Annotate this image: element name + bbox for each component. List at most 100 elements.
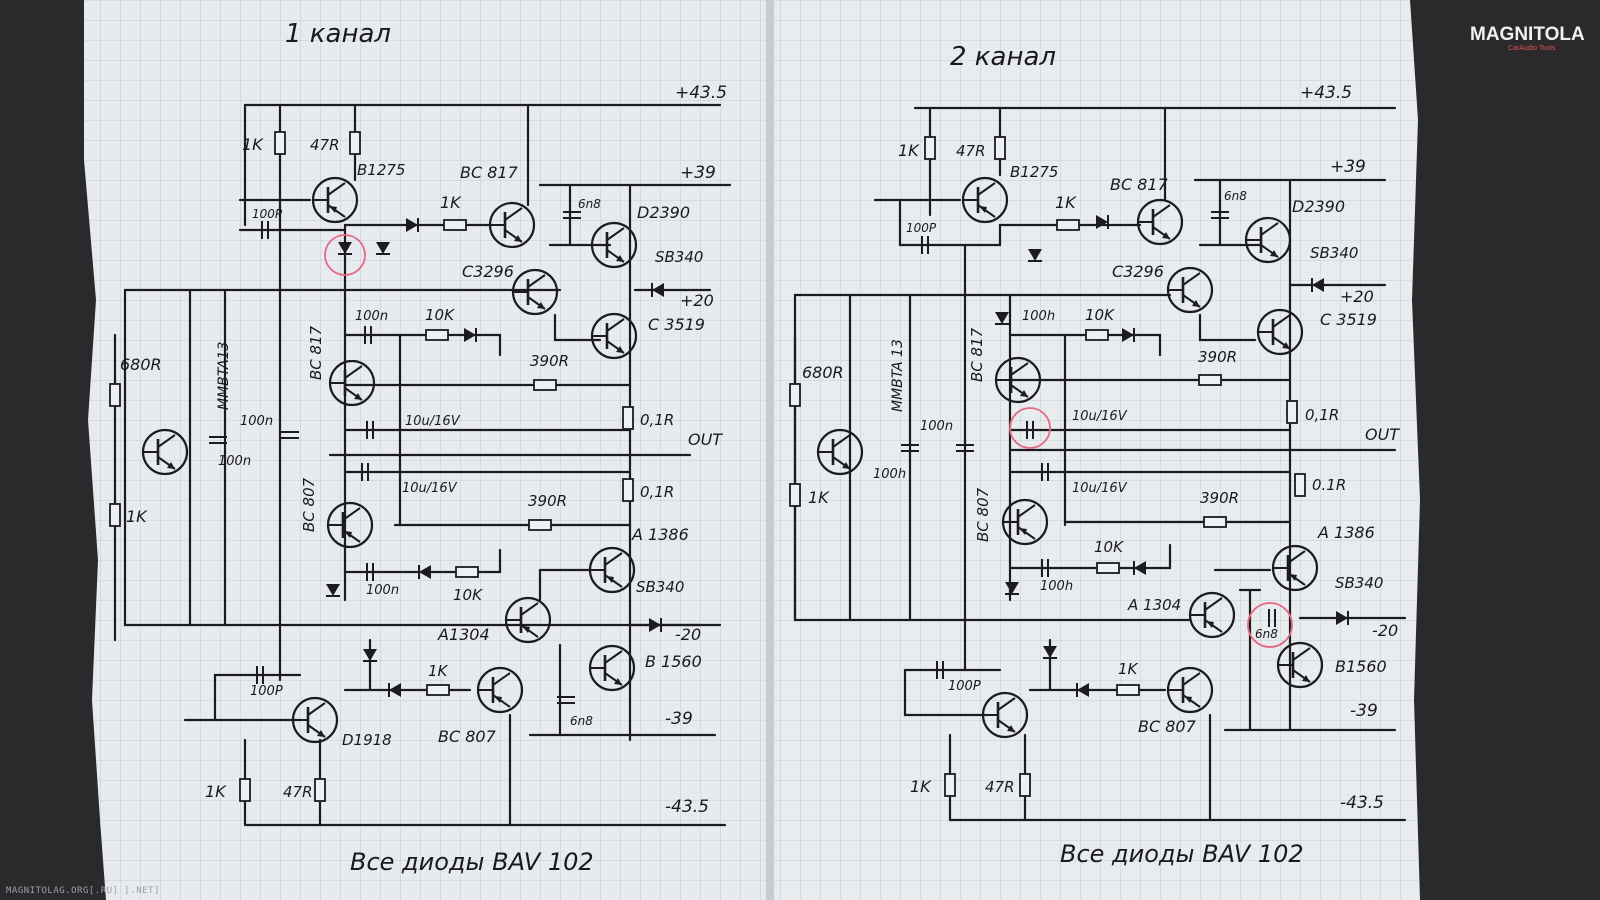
- resistor-0-1r-lower-label: 0,1R: [640, 483, 674, 501]
- transistor-bc817-driver-label-ch2: BC 817: [1110, 175, 1169, 194]
- output-node-label: OUT: [688, 430, 723, 449]
- resistor-1k-lower-fb-label: 1K: [428, 662, 449, 680]
- logo-text: MAGNITOLA: [1470, 24, 1585, 45]
- capacitor-100n-label: 100n: [355, 309, 388, 324]
- logo-subtext: CarAudio Tools: [1508, 45, 1556, 52]
- channel-1-diode-note: Все диоды BAV 102: [350, 848, 594, 876]
- rail-minus-20: -20: [675, 625, 701, 644]
- rail-minus-43-5: -43.5: [665, 797, 709, 817]
- transistor-bc807-vbe-label-ch2: BC 807: [974, 487, 992, 542]
- resistor-390r-lower-label: 390R: [528, 492, 567, 510]
- resistor-1k-bottom-label: 1K: [205, 782, 227, 801]
- transistor-bc807-driver-label-ch2: BC 807: [1138, 717, 1197, 736]
- capacitor-100p-lower-label-ch2: 100P: [948, 679, 981, 694]
- resistor-47r-bottom-label-ch2: 47R: [985, 778, 1015, 796]
- capacitor-6n8-label: 6n8: [578, 197, 601, 211]
- transistor-bc807-vbe-label: BC 807: [300, 477, 318, 532]
- transistor-c3296-label: C3296: [462, 262, 514, 281]
- transistor-d2390-label-ch2: D2390: [1292, 197, 1345, 216]
- transistor-c3296-label-ch2: C3296: [1112, 262, 1164, 281]
- rail-plus-39-ch2: +39: [1330, 157, 1366, 177]
- capacitor-100n-left-label-ch2: 100n: [920, 419, 953, 434]
- transistor-a1386-label-ch2: A 1386: [1317, 523, 1375, 542]
- output-node-label-ch2: OUT: [1365, 425, 1400, 444]
- rail-plus-39: +39: [680, 163, 716, 183]
- channel-1-title: 1 канал: [285, 19, 391, 49]
- channel-2-diode-note: Все диоды BAV 102: [1060, 840, 1304, 868]
- resistor-0-1r-upper-label-ch2: 0,1R: [1305, 406, 1339, 424]
- capacitor-10u-label: 10u/16V: [405, 414, 461, 429]
- capacitor-10u-lower-label-ch2: 10u/16V: [1072, 481, 1128, 496]
- transistor-d1918-label: D1918: [342, 731, 392, 749]
- resistor-47r-label: 47R: [310, 136, 340, 154]
- capacitor-6n8-lower-label: 6n8: [570, 714, 593, 728]
- diode-sb340-lower-label: SB340: [636, 578, 684, 596]
- rail-minus-39: -39: [665, 709, 693, 729]
- capacitor-100p-lower-label: 100P: [250, 684, 283, 699]
- resistor-1k-lower-fb-label-ch2: 1K: [1118, 660, 1139, 678]
- rail-minus-43-5-ch2: -43.5: [1340, 793, 1384, 813]
- transistor-mmbta13-label: MMBTA13: [216, 342, 232, 410]
- transistor-mmbta13-label-ch2: MMBTA 13: [890, 339, 906, 412]
- transistor-bc817-vbe-label-ch2: BC 817: [968, 327, 986, 382]
- channel-2-title: 2 канал: [950, 42, 1056, 72]
- capacitor-100p-label-ch2: 100P: [906, 221, 937, 235]
- capacitor-100n-label-ch2: 100h: [1022, 309, 1055, 324]
- transistor-b1275-label: B1275: [357, 161, 405, 179]
- highlight-circle: [324, 234, 366, 276]
- capacitor-6n8-lower-label-ch2: 6n8: [1255, 627, 1278, 641]
- resistor-47r-bottom-label: 47R: [283, 783, 313, 801]
- resistor-0-1r-upper-label: 0,1R: [640, 411, 674, 429]
- resistor-10k-label-ch2: 10K: [1085, 306, 1115, 324]
- transistor-b1560-label: B 1560: [645, 652, 702, 671]
- channel-2-schematic: 2 канал +43.5 +39 +20 OUT -20 -39 -43.5: [789, 42, 1407, 868]
- resistor-1k-label-ch2: 1K: [898, 141, 920, 160]
- capacitor-100p-label: 100P: [252, 207, 283, 221]
- resistor-1k-left-label-ch2: 1K: [808, 488, 830, 507]
- resistor-10k-lower-label: 10K: [453, 586, 483, 604]
- transistor-d2390-label: D2390: [637, 203, 690, 222]
- resistor-680r-label-ch2: 680R: [802, 363, 844, 382]
- rail-minus-39-ch2: -39: [1350, 701, 1378, 721]
- capacitor-100n-mid-label: 100n: [240, 414, 273, 429]
- magnitola-logo: MAGNITOLA CarAudio Tools: [1470, 24, 1585, 52]
- resistor-1k-fb-label: 1K: [440, 193, 462, 212]
- rail-plus-43-5: +43.5: [675, 83, 727, 103]
- capacitor-100n-lower-label-ch2: 100h: [1040, 579, 1073, 594]
- rail-plus-43-5-ch2: +43.5: [1300, 83, 1352, 103]
- diode-sb340-label-ch2: SB340: [1310, 244, 1358, 262]
- highlight-circle-ch2-6n8: [1247, 602, 1293, 648]
- resistor-680r-label: 680R: [120, 355, 162, 374]
- footer-watermark: MAGNITOLAG.ORG[.RU] [.NET]: [6, 886, 160, 896]
- resistor-47r-label-ch2: 47R: [956, 142, 986, 160]
- capacitor-6n8-label-ch2: 6n8: [1224, 189, 1247, 203]
- transistor-a1386-label: A 1386: [631, 525, 689, 544]
- resistor-1k-fb-label-ch2: 1K: [1055, 193, 1077, 212]
- highlight-circle-ch2-cap: [1009, 407, 1051, 449]
- resistor-1k-label: 1K: [242, 135, 264, 154]
- transistor-c3519-label-ch2: C 3519: [1320, 310, 1377, 329]
- capacitor-100n-lower-label: 100n: [366, 583, 399, 598]
- resistor-1k-left-label: 1K: [126, 507, 148, 526]
- capacitor-100n-left-label: 100n: [218, 454, 251, 469]
- transistor-bc807-driver-label: BC 807: [438, 727, 497, 746]
- resistor-390r-lower-label-ch2: 390R: [1200, 489, 1239, 507]
- capacitor-10u-lower-label: 10u/16V: [402, 481, 458, 496]
- diode-sb340-lower-label-ch2: SB340: [1335, 574, 1383, 592]
- diode-sb340-label: SB340: [655, 248, 703, 266]
- transistor-c3519-label: C 3519: [648, 315, 705, 334]
- transistor-a1304-label-ch2: A 1304: [1127, 596, 1181, 614]
- transistor-bc817-driver-label: BC 817: [460, 163, 519, 182]
- resistor-390r-label-ch2: 390R: [1198, 348, 1237, 366]
- transistor-bc817-vbe-label: BC 817: [307, 325, 325, 380]
- notebook-spine: [766, 0, 774, 900]
- transistor-b1560-label-ch2: B1560: [1335, 657, 1387, 676]
- rail-minus-20-ch2: -20: [1372, 621, 1398, 640]
- channel-1-schematic: 1 канал +43.5 +39 +20 OUT -20 -39 -43.5: [109, 19, 732, 876]
- rail-plus-20: +20: [680, 291, 714, 310]
- transistor-b1275-label-ch2: B1275: [1010, 163, 1058, 181]
- rail-plus-20-ch2: +20: [1340, 287, 1374, 306]
- capacitor-10u-label-ch2: 10u/16V: [1072, 409, 1128, 424]
